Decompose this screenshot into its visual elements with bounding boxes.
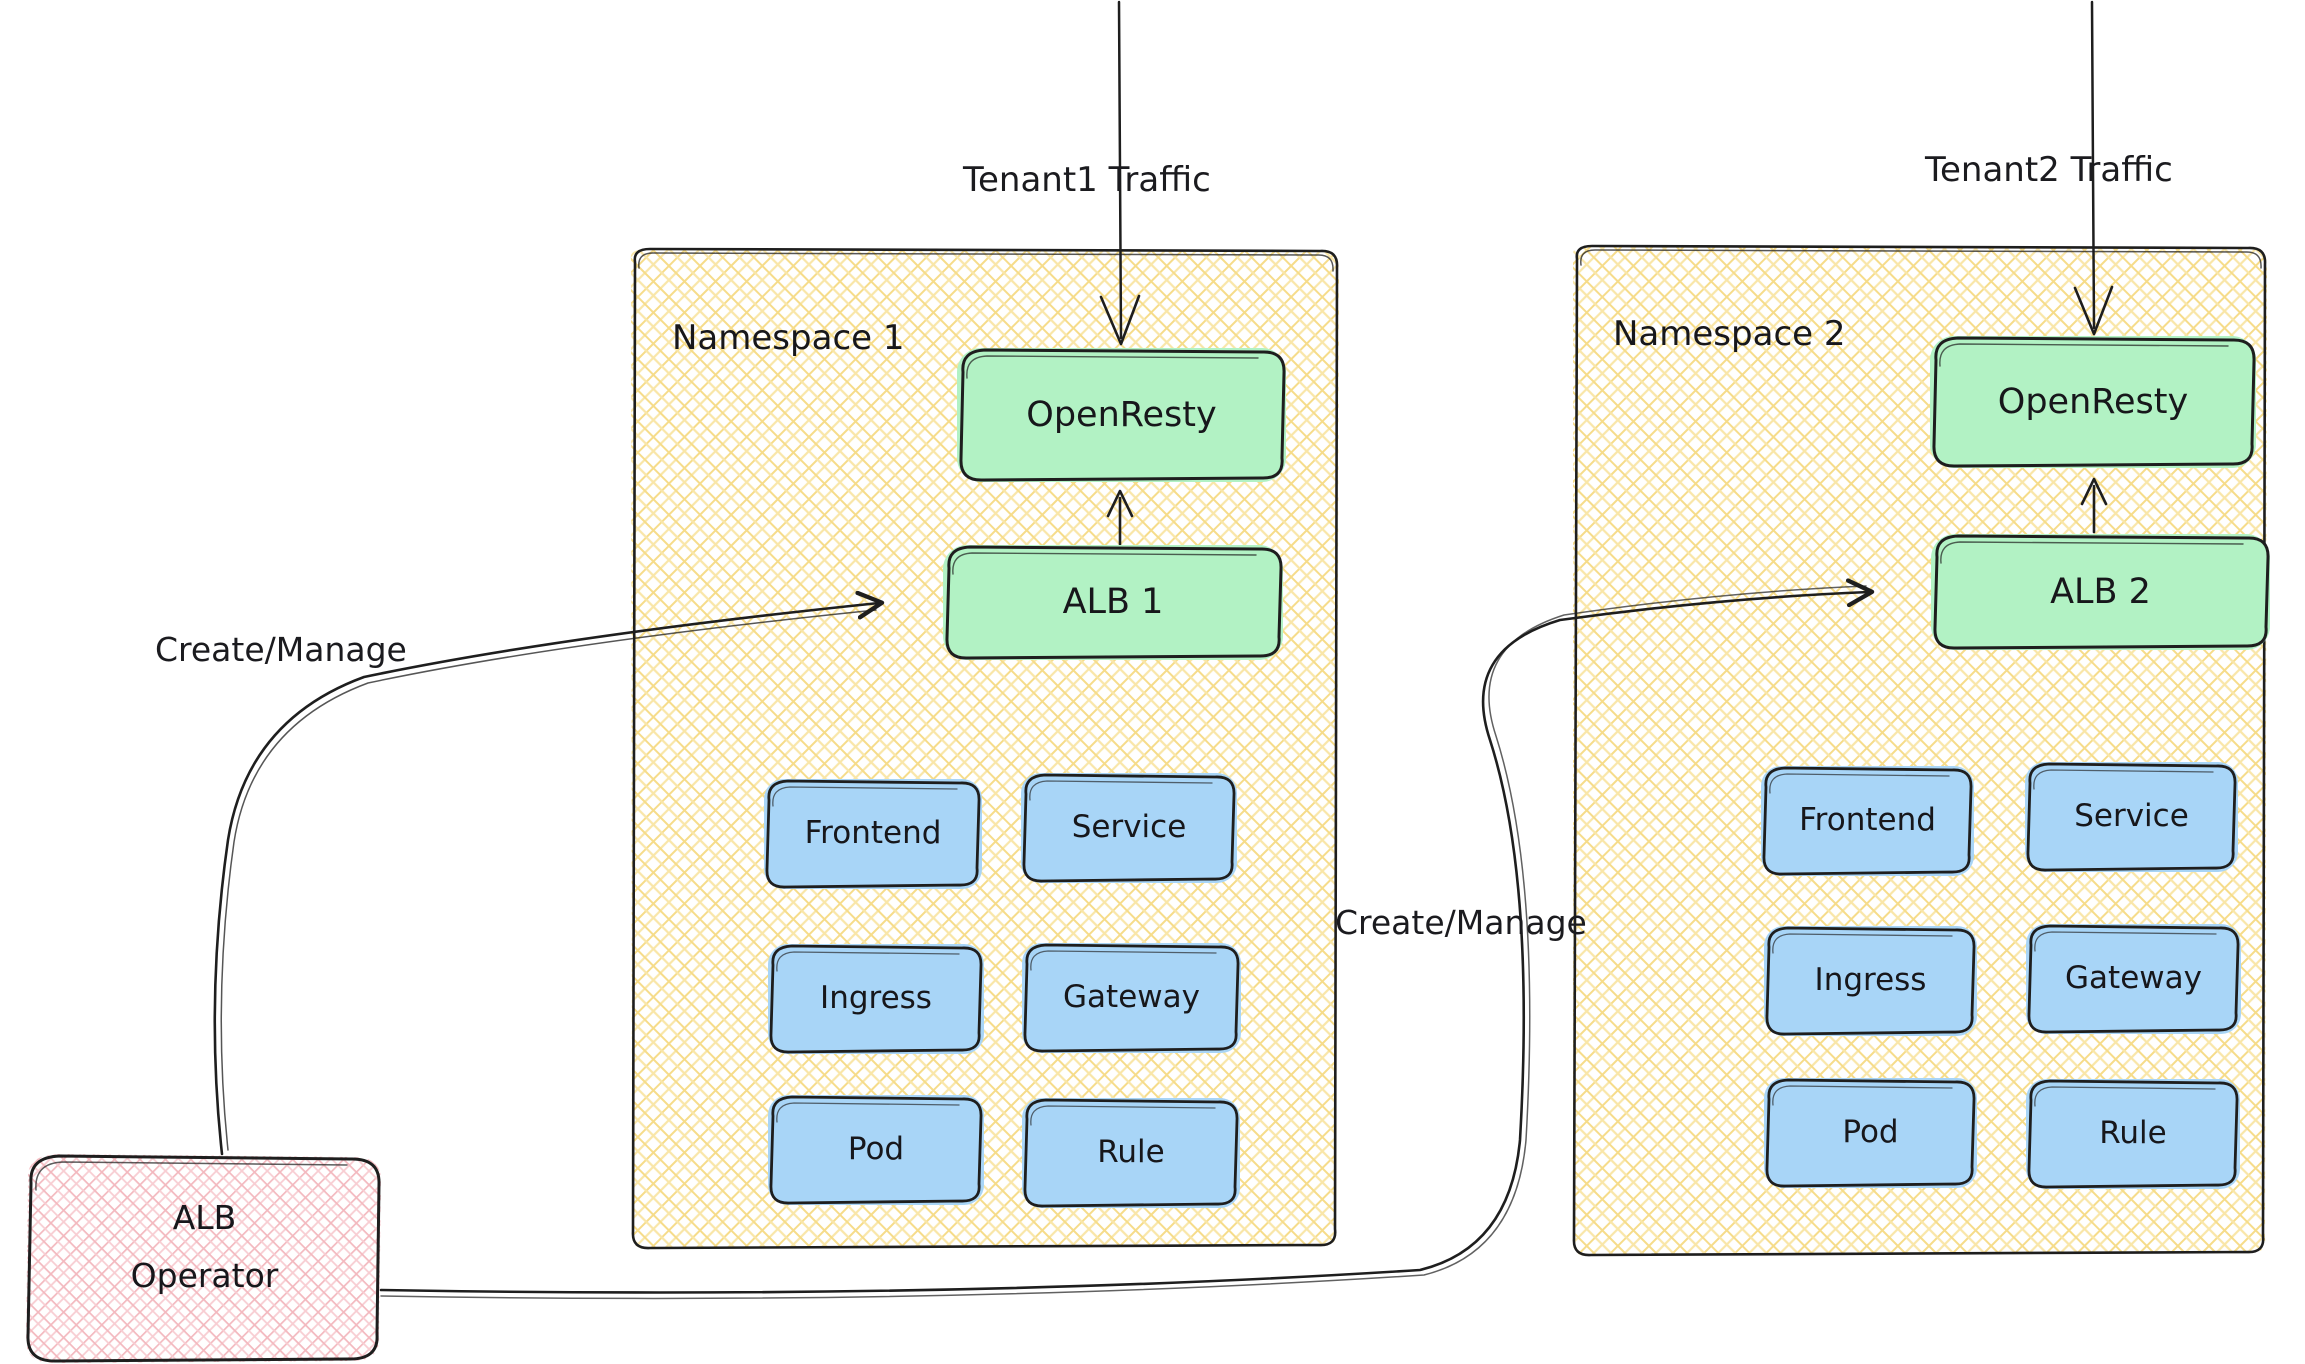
service-2-label: Service — [2074, 798, 2189, 835]
namespace-1-title: Namespace 1 — [672, 318, 905, 358]
gateway-2-label: Gateway — [2065, 960, 2202, 997]
openresty-1-label: OpenResty — [1026, 394, 1217, 435]
ingress-1-box[interactable] — [768, 944, 984, 1054]
frontend-2-box[interactable] — [1761, 766, 1974, 876]
openresty-2-label: OpenResty — [1997, 381, 2189, 422]
openresty-2-box[interactable] — [1930, 336, 2256, 468]
edge-operator-to-alb1-label: Create/Manage — [155, 630, 407, 669]
alb2-to-openresty2-arrow — [2080, 477, 2108, 534]
gateway-1-box[interactable] — [1022, 943, 1241, 1053]
frontend-1-label: Frontend — [804, 815, 942, 852]
rule-1-label: Rule — [1097, 1134, 1165, 1171]
rule-2-label: Rule — [2099, 1115, 2167, 1152]
frontend-1-box[interactable] — [764, 779, 982, 889]
edge-operator-to-alb2-label: Create/Manage — [1335, 903, 1587, 942]
alb-operator-line2: Operator — [130, 1256, 279, 1296]
openresty-1-box[interactable] — [957, 348, 1286, 482]
service-2-box[interactable] — [2025, 762, 2238, 872]
service-1-box[interactable] — [1021, 773, 1237, 883]
frontend-2-label: Frontend — [1799, 802, 1936, 839]
edge-operator-to-alb2 — [379, 586, 1869, 1300]
service-1-label: Service — [1071, 809, 1187, 846]
ingress-2-box[interactable] — [1764, 926, 1977, 1036]
alb-1-box[interactable] — [943, 545, 1283, 660]
pod-1-box[interactable] — [768, 1095, 984, 1205]
alb-operator-box[interactable] — [25, 1154, 382, 1364]
tenant2-traffic-arrow — [2073, 0, 2114, 336]
tenant1-traffic-arrow — [1099, 0, 1141, 346]
pod-1-label: Pod — [847, 1131, 905, 1168]
namespace-1-resources — [764, 773, 1241, 1208]
alb-2-label: ALB 2 — [2050, 571, 2151, 612]
tenant1-traffic-label: Tenant1 Traffic — [963, 160, 1211, 200]
gateway-2-box[interactable] — [2026, 924, 2241, 1034]
pod-2-box[interactable] — [1764, 1078, 1977, 1188]
namespace-2-resources — [1761, 762, 2241, 1189]
rule-2-box[interactable] — [2026, 1079, 2240, 1189]
ingress-1-label: Ingress — [820, 980, 932, 1017]
ingress-2-label: Ingress — [1814, 962, 1927, 999]
pod-2-label: Pod — [1842, 1114, 1899, 1151]
alb1-to-openresty1-arrow — [1106, 489, 1134, 546]
alb-2-box[interactable] — [1931, 534, 2270, 650]
edge-operator-to-alb1 — [213, 603, 879, 1156]
alb-1-label: ALB 1 — [1062, 582, 1164, 623]
namespace-2-title: Namespace 2 — [1613, 314, 1846, 354]
tenant2-traffic-label: Tenant2 Traffic — [1925, 150, 2173, 190]
gateway-1-label: Gateway — [1063, 979, 1200, 1016]
alb-operator-line1: ALB — [172, 1198, 237, 1238]
rule-1-box[interactable] — [1022, 1098, 1240, 1208]
